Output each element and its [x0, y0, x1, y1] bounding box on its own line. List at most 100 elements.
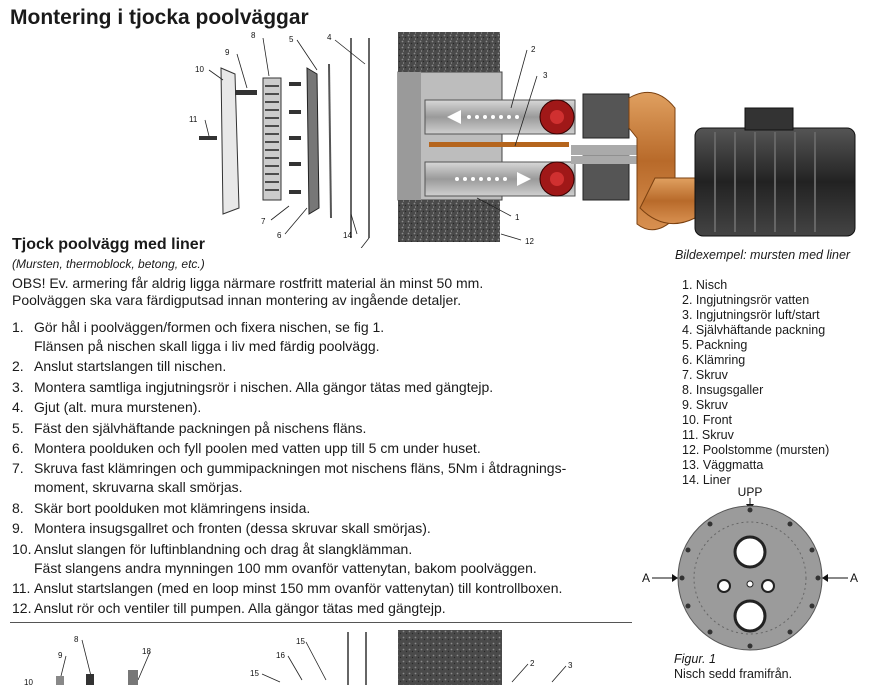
step-number: 11. — [12, 579, 31, 596]
callout-label: 1 — [515, 213, 520, 222]
intro-note: OBS! Ev. armering får aldrig ligga närma… — [12, 275, 484, 291]
step-number: 10. — [12, 540, 32, 557]
step-line: Anslut startslangen (med en loop minst 1… — [34, 579, 563, 596]
intro-note: Poolväggen ska vara färdigputsad innan m… — [12, 292, 462, 308]
page-title: Montering i tjocka poolväggar — [10, 6, 309, 29]
step-line: Montera insugsgallret och fronten (dessa… — [34, 520, 431, 537]
callout-label: 6 — [277, 231, 282, 240]
parts-list-item: 9. Skruv — [682, 398, 728, 412]
instruction-step: 10.Anslut slangen för luftinblandning oc… — [12, 540, 637, 578]
parts-list-item: 6. Klämring — [682, 353, 746, 367]
step-line: Montera samtliga ingjutningsrör i nische… — [34, 378, 494, 395]
callout-label: 9 — [225, 48, 230, 57]
step-number: 5. — [12, 419, 24, 436]
step-line: Anslut slangen för luftinblandning och d… — [34, 540, 413, 557]
callout-label: 10 — [195, 65, 204, 74]
parts-list-item: 13. Väggmatta — [682, 458, 764, 472]
callout-label: 9 — [58, 651, 63, 660]
callout-label: 11 — [189, 115, 198, 124]
parts-list-item: 4. Självhäftande packning — [682, 323, 826, 337]
step-text: Anslut startslangen (med en loop minst 1… — [34, 579, 637, 598]
second-installation-diagram: 8 9 10 18 15 16 15 2 3 — [24, 630, 573, 685]
step-number: 12. — [12, 600, 32, 617]
step-line: Skruva fast klämringen och gummipackning… — [34, 460, 567, 477]
step-line: Anslut startslangen till nischen. — [34, 358, 227, 375]
step-text: Skruva fast klämringen och gummipackning… — [34, 459, 637, 497]
instruction-steps: 1. Gör hål i poolväggen/formen och fixera… — [12, 318, 637, 620]
step-number: 4. — [12, 399, 24, 416]
step-text: Montera poolduken och fyll poolen med va… — [34, 439, 637, 458]
figure-top-label: UPP — [738, 485, 763, 499]
step-line: Fäst den självhäftande packningen på nis… — [34, 419, 367, 436]
installation-diagram: 10 9 8 5 4 2 3 11 7 6 14 13 1 12 — [189, 31, 856, 248]
callout-label: 3 — [543, 71, 548, 80]
step-text: Gör hål i poolväggen/formen och fixera n… — [34, 318, 637, 356]
callout-label: 15 — [250, 669, 259, 678]
callout-label: 10 — [24, 678, 33, 685]
instruction-step: 12.Anslut rör och ventiler till pumpen. … — [12, 599, 637, 618]
step-text: Skär bort poolduken mot klämringens insi… — [34, 499, 637, 518]
callout-label: 7 — [261, 217, 266, 226]
section-heading: Tjock poolvägg med liner — [12, 236, 205, 253]
parts-list-item: 5. Packning — [682, 338, 748, 352]
step-number: 9. — [12, 520, 24, 537]
parts-list-item: 7. Skruv — [682, 368, 728, 382]
step-line: Gjut (alt. mura murstenen). — [34, 399, 202, 416]
instruction-step: 6. Montera poolduken och fyll poolen med … — [12, 439, 637, 458]
section-subheading: (Mursten, thermoblock, betong, etc.) — [12, 257, 205, 271]
instruction-step: 5. Fäst den självhäftande packningen på n… — [12, 419, 637, 438]
callout-label: 2 — [531, 45, 536, 54]
step-number: 2. — [12, 358, 24, 375]
parts-list-item: 1. Nisch — [682, 278, 728, 292]
callout-label: 8 — [251, 31, 256, 40]
step-line: moment, skruvarna skall smörjas. — [34, 479, 243, 496]
parts-list-item: 2. Ingjutningsrör vatten — [682, 293, 810, 307]
instruction-step: 1. Gör hål i poolväggen/formen och fixera… — [12, 318, 637, 356]
callout-label: 5 — [289, 35, 294, 44]
step-line: Montera poolduken och fyll poolen med va… — [34, 439, 481, 456]
step-line: Anslut rör och ventiler till pumpen. All… — [34, 600, 446, 617]
callout-label: 18 — [142, 647, 151, 656]
callout-label: 16 — [276, 651, 285, 660]
step-text: Anslut slangen för luftinblandning och d… — [34, 540, 637, 578]
instruction-step: 3. Montera samtliga ingjutningsrör i nisc… — [12, 378, 637, 397]
callout-label: 12 — [525, 237, 534, 246]
step-text: Anslut rör och ventiler till pumpen. All… — [34, 599, 637, 618]
instruction-step: 7. Skruva fast klämringen och gummipackni… — [12, 459, 637, 497]
parts-list-item: 10. Front — [682, 413, 733, 427]
step-number: 1. — [12, 319, 24, 335]
section-marker-left: A — [642, 571, 650, 585]
step-text: Montera insugsgallret och fronten (dessa… — [34, 519, 637, 538]
section-marker-right: A — [850, 571, 858, 585]
callout-label: 14 — [343, 231, 352, 240]
instruction-step: 11.Anslut startslangen (med en loop mins… — [12, 579, 637, 598]
parts-list-item: 12. Poolstomme (mursten) — [682, 443, 830, 457]
section-divider — [10, 622, 632, 623]
callout-label: 15 — [296, 637, 305, 646]
parts-list-item: 8. Insugsgaller — [682, 383, 764, 397]
step-number: 7. — [12, 460, 24, 477]
step-line: Fäst slangens andra mynningen 100 mm ova… — [34, 559, 537, 576]
callout-label: 2 — [530, 659, 535, 668]
figure-description: Nisch sedd framifrån. — [674, 667, 793, 681]
niche-front-view-figure: UPP A A — [642, 485, 858, 651]
step-text: Fäst den självhäftande packningen på nis… — [34, 419, 637, 438]
step-line: Flänsen på nischen skall ligga i liv med… — [34, 338, 380, 354]
instruction-step: 4. Gjut (alt. mura murstenen). — [12, 398, 637, 417]
diagram-caption: Bildexempel: mursten med liner — [675, 248, 851, 262]
step-number: 6. — [12, 439, 24, 456]
figure-caption: Figur. 1 — [674, 652, 716, 666]
parts-list-item: 14. Liner — [682, 473, 731, 487]
step-text: Anslut startslangen till nischen. — [34, 357, 637, 376]
step-line: Skär bort poolduken mot klämringens insi… — [34, 499, 311, 516]
callout-label: 8 — [74, 635, 79, 644]
instruction-step: 9. Montera insugsgallret och fronten (des… — [12, 519, 637, 538]
callout-label: 4 — [327, 33, 332, 42]
step-number: 8. — [12, 499, 24, 516]
step-line: Gör hål i poolväggen/formen och fixera n… — [34, 319, 385, 335]
parts-list-item: 11. Skruv — [682, 428, 734, 442]
step-number: 3. — [12, 378, 24, 395]
step-text: Montera samtliga ingjutningsrör i nische… — [34, 378, 637, 397]
callout-label: 3 — [568, 661, 573, 670]
